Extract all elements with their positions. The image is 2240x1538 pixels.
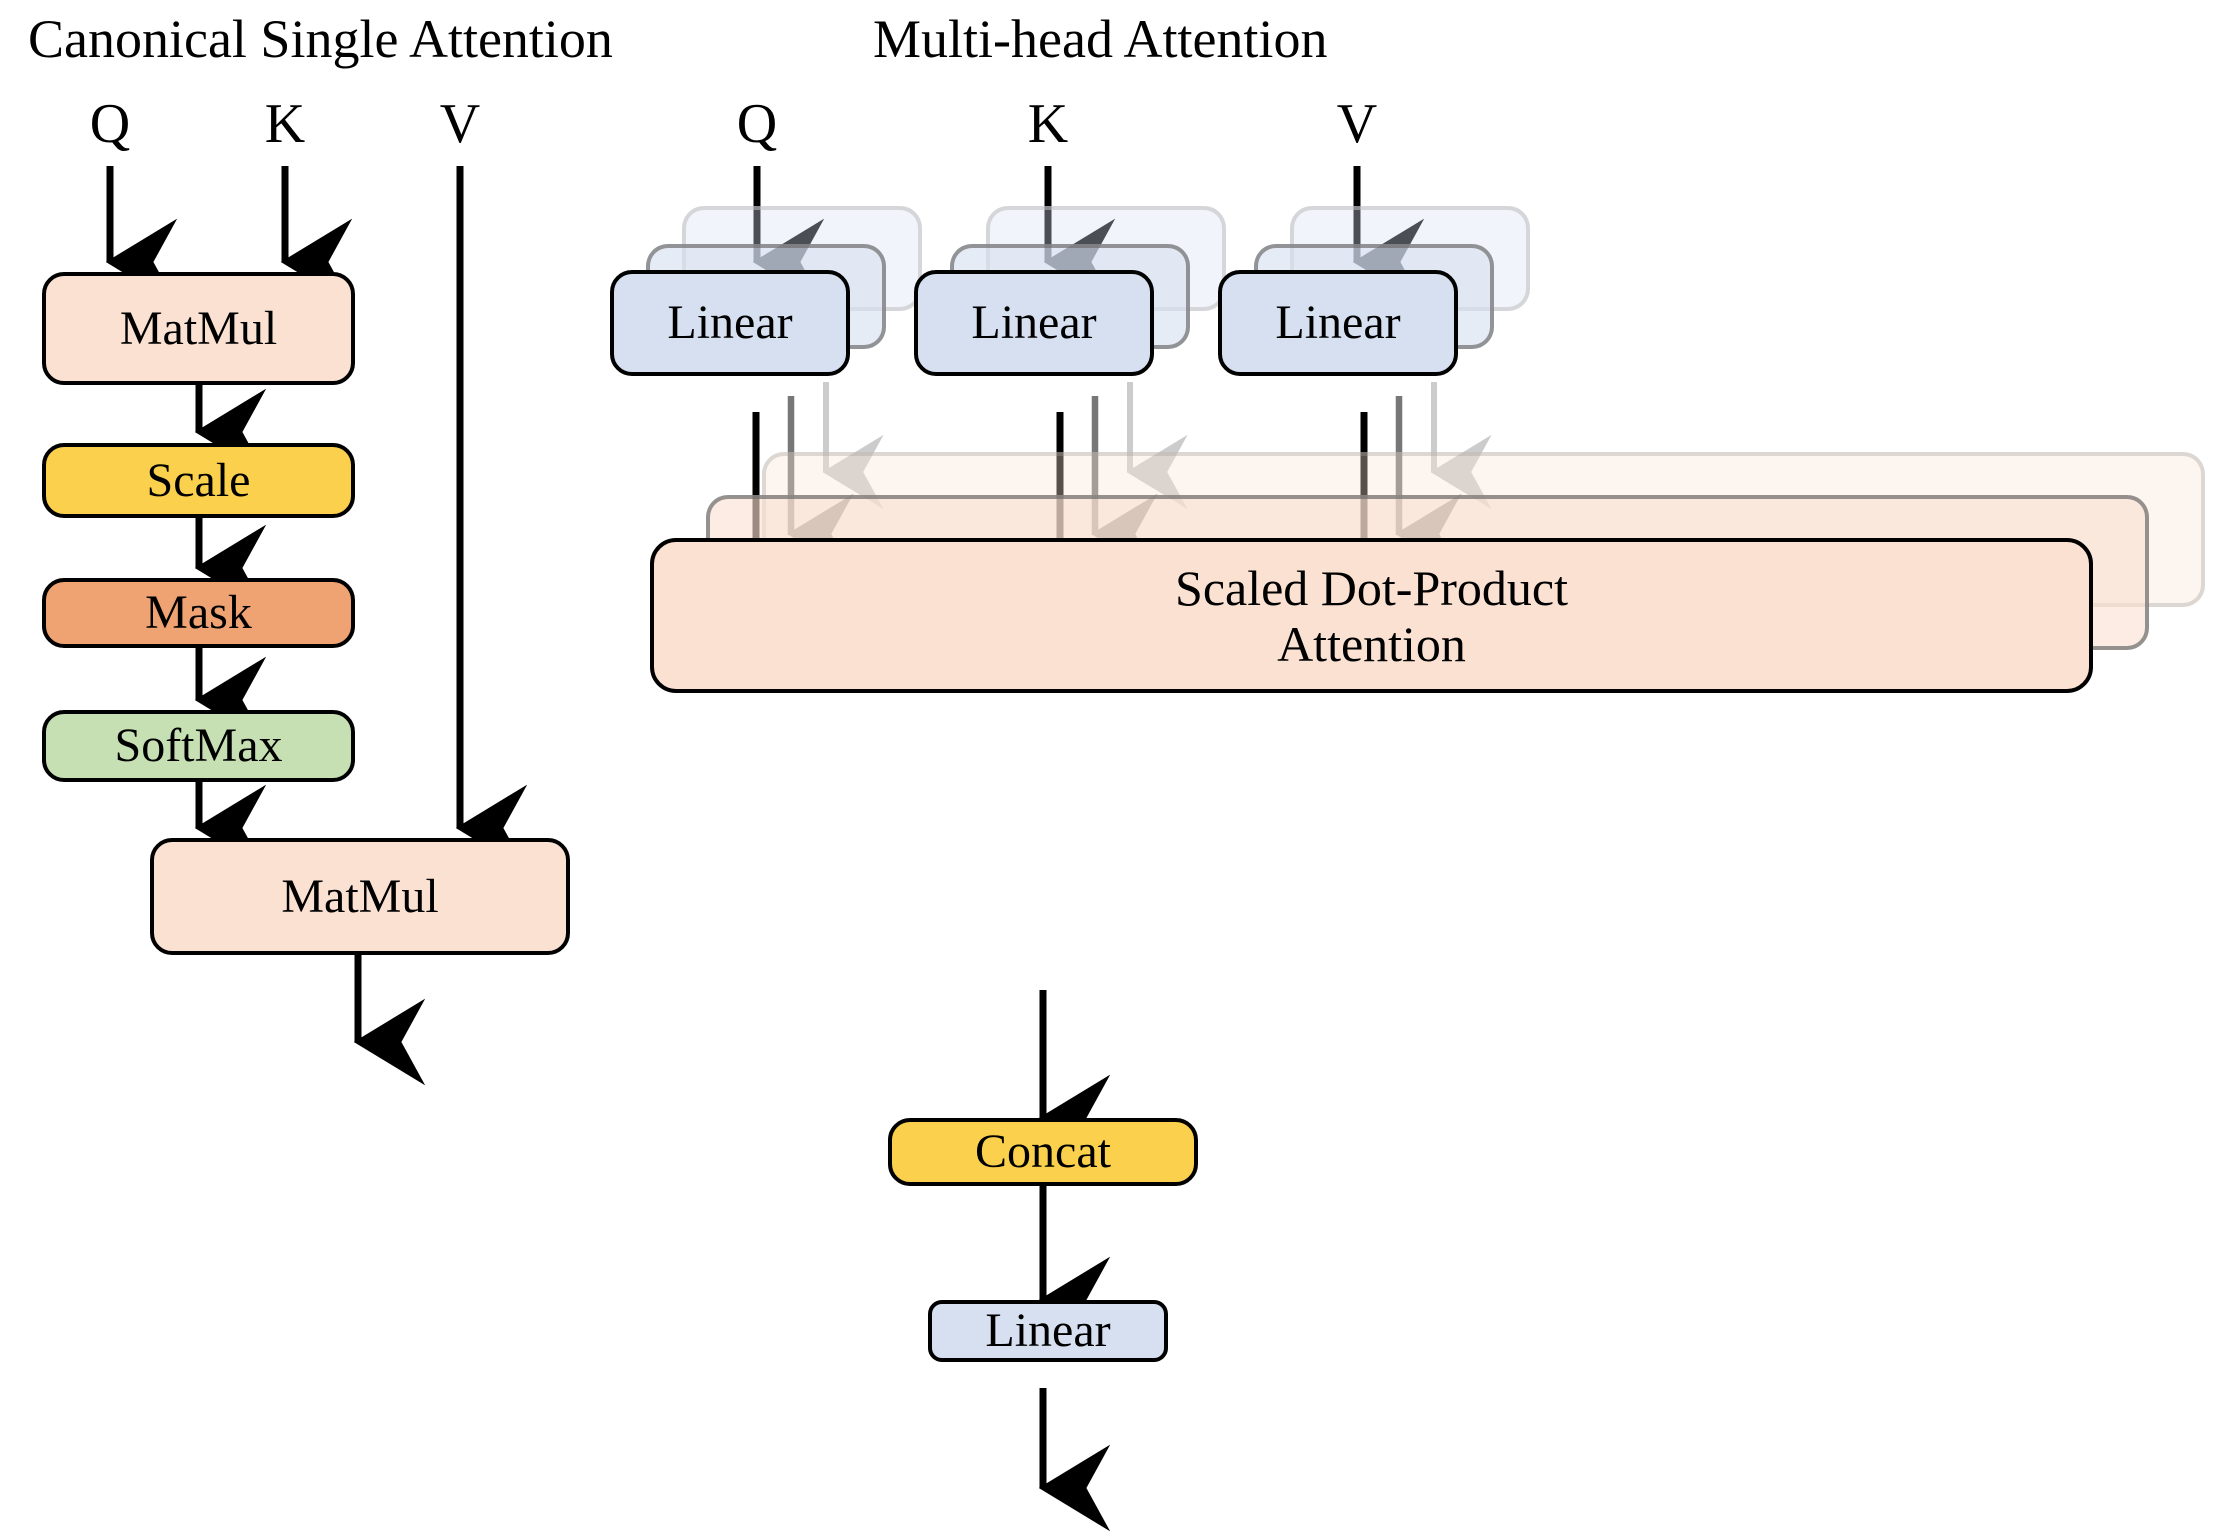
- left-panel-title: Canonical Single Attention: [28, 9, 613, 69]
- left-input-label-k: K: [264, 93, 306, 155]
- sdpa-label-line1: Scaled Dot-Product: [1175, 559, 1568, 616]
- right-panel-title: Multi-head Attention: [873, 9, 1328, 69]
- node-mask[interactable]: Mask: [42, 578, 355, 648]
- node-matmul-av[interactable]: MatMul: [150, 838, 570, 955]
- node-linear-q[interactable]: Linear: [610, 270, 850, 376]
- right-input-label-q: Q: [736, 93, 778, 155]
- node-concat[interactable]: Concat: [888, 1118, 1198, 1186]
- right-input-label-v: V: [1336, 93, 1378, 155]
- node-linear-v[interactable]: Linear: [1218, 270, 1458, 376]
- right-input-label-k: K: [1027, 93, 1069, 155]
- node-softmax[interactable]: SoftMax: [42, 710, 355, 782]
- node-scale[interactable]: Scale: [42, 443, 355, 518]
- node-matmul-qk[interactable]: MatMul: [42, 272, 355, 385]
- node-linear-output[interactable]: Linear: [928, 1300, 1168, 1362]
- node-linear-k[interactable]: Linear: [914, 270, 1154, 376]
- left-input-label-v: V: [439, 93, 481, 155]
- sdpa-label-line2: Attention: [1277, 615, 1466, 672]
- left-input-label-q: Q: [89, 93, 131, 155]
- node-scaled-dot-product-attention[interactable]: Scaled Dot-Product Attention: [650, 538, 2093, 693]
